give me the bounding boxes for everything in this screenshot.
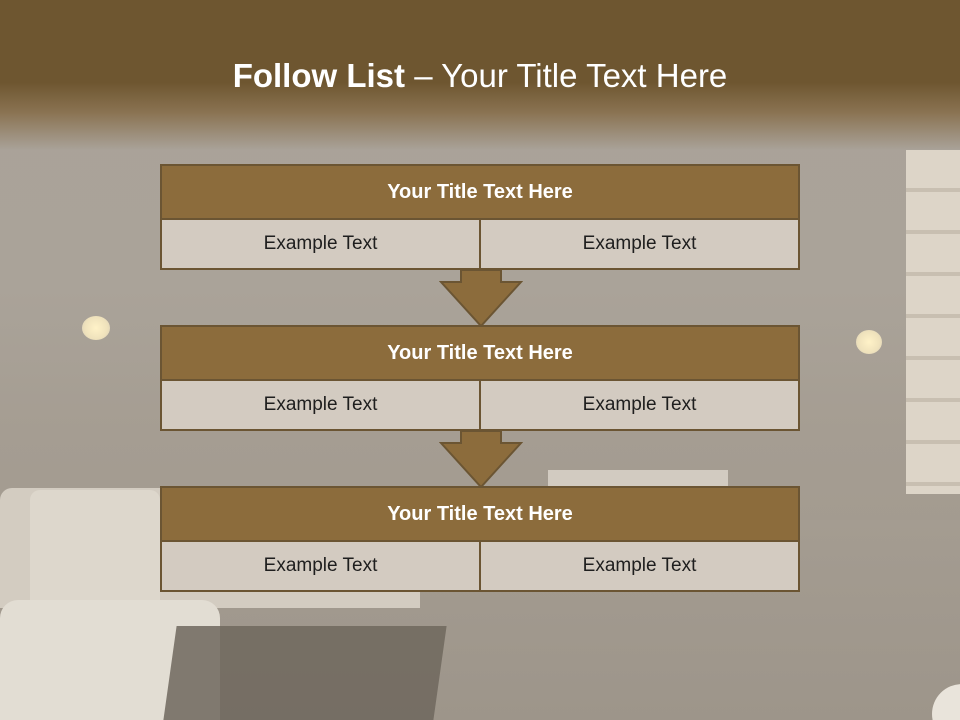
step-title: Your Title Text Here [160, 325, 800, 381]
step-cell-left: Example Text [160, 220, 481, 270]
step-row: Example Text Example Text [160, 542, 800, 592]
step-cell-right: Example Text [481, 381, 800, 431]
step-block-2: Your Title Text Here Example Text Exampl… [160, 325, 800, 431]
slide-title: Follow List – Your Title Text Here [0, 54, 960, 98]
step-cell-right: Example Text [481, 220, 800, 270]
step-block-1: Your Title Text Here Example Text Exampl… [160, 164, 800, 270]
wall-lamp-left [82, 316, 110, 340]
slide-title-rest: – Your Title Text Here [405, 57, 728, 94]
step-cell-left: Example Text [160, 542, 481, 592]
wall-lamp-right [856, 330, 882, 354]
step-row: Example Text Example Text [160, 220, 800, 270]
step-block-3: Your Title Text Here Example Text Exampl… [160, 486, 800, 592]
slide-title-bold: Follow List [232, 57, 406, 94]
step-title: Your Title Text Here [160, 486, 800, 542]
step-cell-right: Example Text [481, 542, 800, 592]
down-arrow-icon [439, 431, 523, 489]
down-arrow-icon [439, 270, 523, 328]
background-window-blind [906, 150, 960, 494]
step-row: Example Text Example Text [160, 381, 800, 431]
step-title: Your Title Text Here [160, 164, 800, 220]
step-cell-left: Example Text [160, 381, 481, 431]
background-coffee-table [163, 626, 447, 720]
title-band [0, 0, 960, 150]
